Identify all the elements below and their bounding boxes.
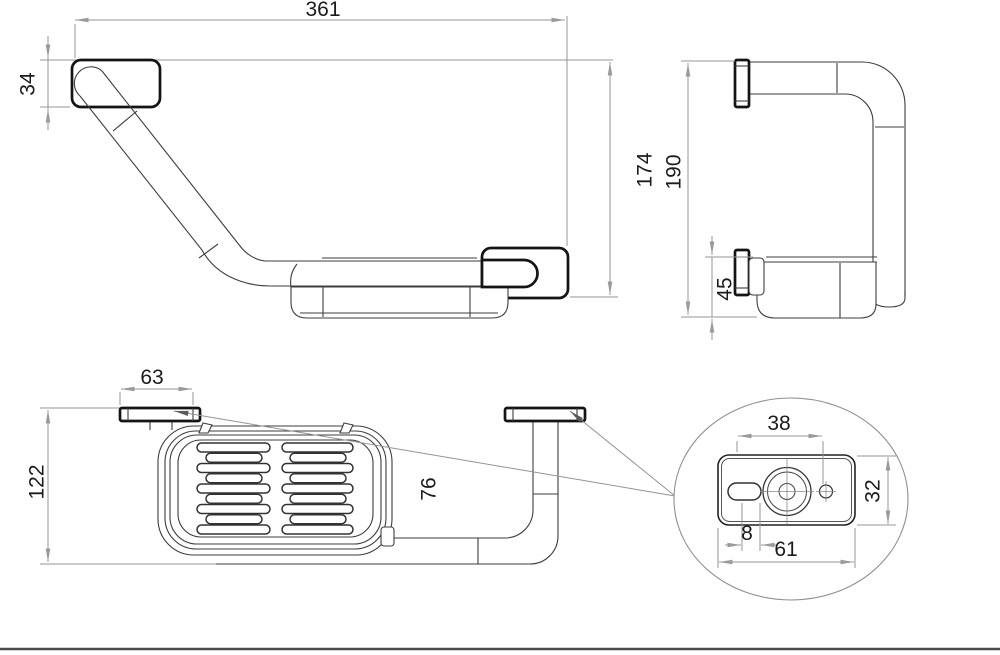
tube-upper-edge (101, 70, 484, 262)
dim-overall-width: 361 (74, 0, 568, 246)
side-basket-body (756, 261, 877, 319)
dim-slot-width: 8 (725, 503, 777, 551)
detail-slot (727, 482, 762, 501)
plan-basket-slots (196, 442, 354, 535)
drain-slot (205, 493, 263, 504)
drain-slot (205, 452, 263, 463)
drain-slot (281, 442, 354, 453)
tube-bend-inner (504, 421, 534, 539)
drain-slot (196, 524, 271, 535)
dim-label: 361 (305, 0, 340, 21)
drain-slot (281, 483, 354, 494)
front-basket-body (290, 286, 509, 319)
dim-detail-plate-height: 32 (857, 455, 896, 526)
dim-label: 190 (662, 154, 685, 189)
dim-label: 76 (417, 477, 440, 500)
dim-hole-spacing: 38 (736, 412, 824, 484)
dim-label: 174 (633, 152, 656, 187)
drain-slot (205, 473, 263, 484)
basket-side-hook (380, 526, 395, 547)
drain-slot (205, 514, 263, 525)
drain-slot (196, 462, 271, 474)
tube-end-round (73, 66, 103, 97)
dim-label: 45 (713, 277, 736, 300)
plan-left-wall-plate (118, 406, 202, 423)
tangent-tick (112, 110, 138, 132)
dim-label: 32 (861, 479, 884, 502)
plan-right-wall-plate (503, 406, 587, 423)
tube-bottom-cap (872, 290, 906, 308)
dim-plate-height: 34 (16, 36, 51, 130)
drain-slot (289, 493, 347, 504)
drain-slot (281, 503, 354, 515)
dim-label: 38 (767, 412, 790, 435)
drain-slot (281, 524, 354, 535)
side-view: 190 45 (662, 58, 906, 340)
tube-inner-edge (749, 93, 874, 290)
dim-label: 8 (741, 522, 753, 545)
detail-plate-inner (721, 458, 852, 522)
dim-detail-plate-width: 61 (717, 528, 856, 568)
front-left-wall-plate (70, 58, 162, 109)
drain-slot (196, 483, 271, 494)
dim-basket-height: 45 (705, 236, 753, 340)
side-top-wall-plate (733, 58, 751, 109)
dim-overall-depth: 122 (25, 410, 51, 562)
tangent-tick (198, 243, 219, 259)
drain-slot (196, 503, 271, 515)
rim-hook-tab (339, 422, 354, 434)
drain-slot (289, 514, 347, 525)
dim-label: 34 (16, 72, 39, 96)
drain-slot (289, 452, 347, 463)
basket-hook-tab (748, 257, 765, 296)
dim-side-height: 190 (662, 60, 757, 318)
dim-label: 122 (25, 464, 48, 499)
dim-label: 63 (140, 366, 163, 389)
dim-label: 61 (774, 538, 797, 561)
tube-outer-edge (749, 61, 906, 296)
rim-hook-tab (198, 422, 213, 434)
drain-slot (281, 462, 354, 474)
detail-plate-outer (717, 454, 856, 526)
plan-view: 63 122 76 (25, 366, 676, 565)
dim-overall-height: 174 (570, 62, 656, 298)
tube-lower-edge (79, 95, 484, 287)
basket-left-edge (290, 263, 298, 288)
front-view: 361 34 174 (16, 0, 656, 319)
detail-leader-line (173, 410, 676, 497)
dim-basket-depth: 76 (417, 477, 440, 500)
detail-view: 38 32 8 61 (673, 397, 909, 601)
detail-leader-line (569, 410, 676, 497)
tube-front-cap (480, 258, 539, 289)
drain-slot (196, 442, 271, 453)
tube-bend-outer (529, 421, 559, 565)
drain-slot (289, 473, 347, 484)
dim-plate-width: 63 (119, 366, 194, 405)
